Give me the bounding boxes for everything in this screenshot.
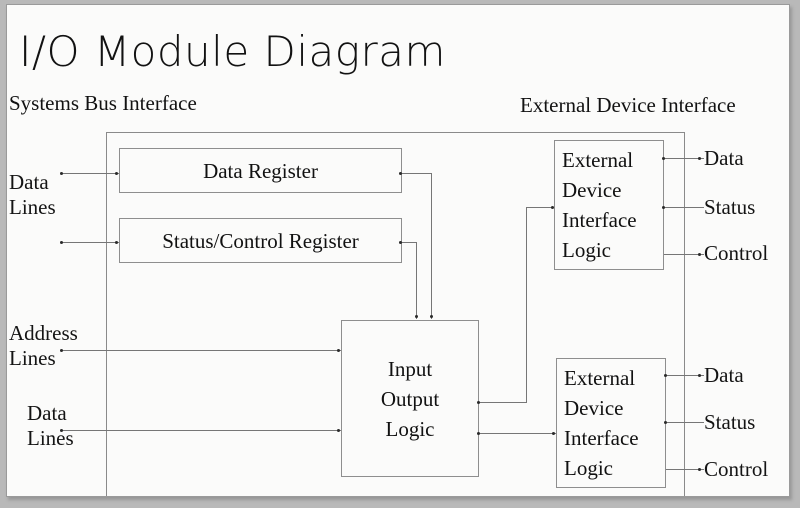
page-title: I/O Module Diagram [19,27,446,76]
slide-area: I/O Module Diagram Systems Bus Interface… [6,4,790,497]
connector-dot [60,349,63,352]
connector-dot [430,315,433,318]
connector-dot [399,172,402,175]
connector-dot [337,429,340,432]
bus-label-line1: Data [9,170,49,194]
bus-label-line2: Lines [9,346,56,370]
connector-dot [337,349,340,352]
connector-status-register-down [416,242,417,319]
connector-io-logic-to-external-top [479,402,527,403]
bus-label-address-lines: Address Lines [9,321,78,371]
connector-dot [698,157,701,160]
external-device-interface-header: External Device Interface [520,93,736,117]
bus-label-line1: Address [9,321,78,345]
connector-data-lines-to-status-register [62,242,119,243]
connector-dot [60,172,63,175]
external-signal-top-status: Status [704,195,756,219]
connector-external-bottom-control [666,469,704,470]
connector-dot [60,429,63,432]
connector-external-bottom-data [666,375,704,376]
status-control-register-box[interactable]: Status/Control Register [119,218,402,263]
connector-data-lines-to-data-register [62,173,119,174]
connector-dot [60,241,63,244]
connector-external-bottom-status [666,422,704,423]
connector-dot [698,253,701,256]
input-output-logic-label: Input Output Logic [380,356,440,441]
bus-label-data-lines-bottom: Data Lines [27,401,74,451]
connector-status-register-out [402,242,417,243]
connector-dot [551,206,554,209]
bus-label-data-lines-top: Data Lines [9,170,56,220]
external-signal-bottom-data: Data [704,363,744,387]
connector-dot [664,374,667,377]
connector-dot [662,206,665,209]
external-device-interface-logic-top-label: External Device Interface Logic [562,148,637,262]
data-register-box[interactable]: Data Register [119,148,402,193]
status-control-register-label: Status/Control Register [162,228,359,253]
external-device-interface-logic-top-box[interactable]: External Device Interface Logic [554,140,664,270]
external-signal-bottom-status: Status [704,410,756,434]
external-device-interface-logic-bottom-box[interactable]: External Device Interface Logic [556,358,666,488]
bus-label-line2: Lines [9,195,56,219]
connector-io-logic-up [526,207,527,403]
connector-dot [664,421,667,424]
connector-dot [698,374,701,377]
connector-external-top-status [664,207,704,208]
connector-address-lines-to-io-logic [62,350,341,351]
systems-bus-interface-header: Systems Bus Interface [9,91,197,115]
external-signal-top-data: Data [704,146,744,170]
connector-dot [477,401,480,404]
connector-dot [552,432,555,435]
input-output-logic-box[interactable]: Input Output Logic [341,320,479,477]
bus-label-line1: Data [27,401,67,425]
external-device-interface-logic-bottom-label: External Device Interface Logic [564,366,639,480]
data-register-label: Data Register [203,158,318,183]
io-module-frame [106,132,685,496]
external-signal-top-control: Control [704,241,769,265]
connector-dot [415,315,418,318]
connector-dot [698,468,701,471]
connector-data-register-out [402,173,432,174]
connector-external-top-control [664,254,704,255]
connector-data-register-down [431,173,432,319]
connector-dot [662,157,665,160]
connector-dot [115,241,118,244]
connector-into-external-top [526,207,554,208]
connector-dot [115,172,118,175]
connector-io-logic-to-external-bottom [479,433,556,434]
external-signal-bottom-control: Control [704,457,769,481]
connector-external-top-data [664,158,704,159]
connector-dot [477,432,480,435]
connector-data-lines-to-io-logic [62,430,341,431]
connector-dot [399,241,402,244]
